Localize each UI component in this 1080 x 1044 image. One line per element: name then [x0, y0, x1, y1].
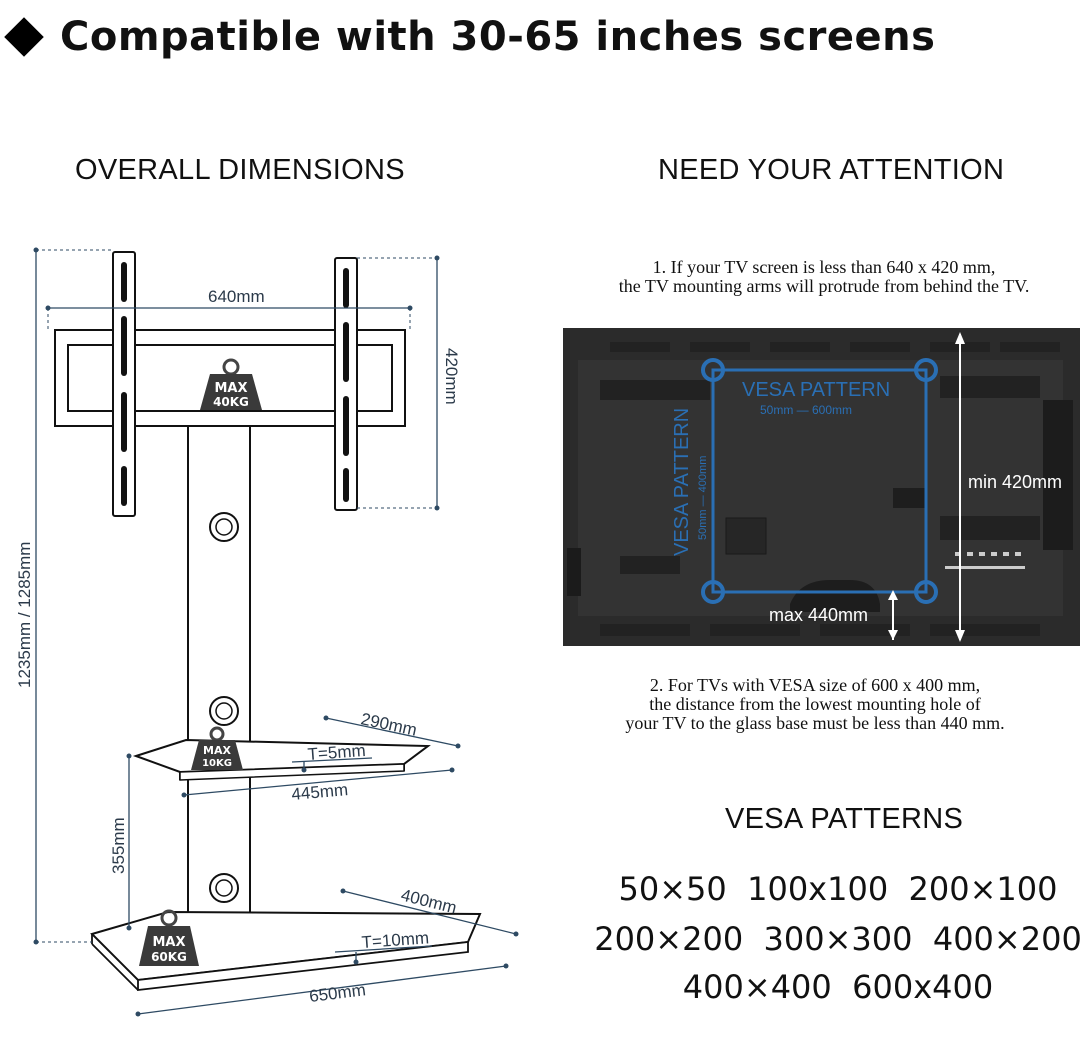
dim-420: 420mm [442, 348, 461, 405]
vesa-patterns-row-1: 50×50 100x100 200×100 [618, 870, 1058, 908]
vesa-vertical-range: 50mm — 400mm [697, 456, 709, 540]
badge-60-line2: 60KG [151, 950, 187, 964]
note-2-line-3: your TV to the glass base must be less t… [625, 713, 1005, 733]
vesa-horizontal-range: 50mm — 600mm [760, 403, 852, 417]
tv-back-illustration: VESA PATTERN 50mm — 600mm VESA PATTERN 5… [563, 328, 1080, 646]
headline: Compatible with 30-65 inches screens [0, 14, 935, 60]
dim-445: 445mm [291, 780, 349, 804]
dim-650: 650mm [308, 980, 367, 1006]
badge-40-line1: MAX [214, 381, 247, 396]
dim-t10: T=10mm [361, 928, 430, 952]
vesa-horizontal-label: VESA PATTERN [742, 379, 890, 401]
badge-10-line1: MAX [203, 744, 231, 757]
dimension-lines [33, 247, 519, 1017]
badge-40-line2: 40KG [213, 395, 249, 409]
badge-max-60kg: MAX 60KG [139, 909, 199, 966]
badge-60-line1: MAX [152, 935, 185, 950]
note-1: 1. If your TV screen is less than 640 x … [574, 258, 1074, 296]
min-420-label: min 420mm [968, 472, 1062, 492]
dim-total-height: 1235mm / 1285mm [15, 542, 34, 688]
vesa-patterns-row-3: 400×400 600x400 [682, 968, 994, 1006]
note-1-line-2: the TV mounting arms will protrude from … [618, 276, 1030, 296]
badge-max-40kg: MAX 40KG [200, 358, 262, 410]
attention-title: NEED YOUR ATTENTION [658, 154, 1005, 186]
glass-shelf [132, 738, 431, 781]
dim-355: 355mm [109, 817, 128, 874]
note-2-line-2: the distance from the lowest mounting ho… [649, 694, 981, 714]
vesa-patterns-title: VESA PATTERNS [725, 803, 964, 835]
vesa-vertical-label: VESA PATTERN [671, 408, 693, 556]
note-2-line-1: 2. For TVs with VESA size of 600 x 400 m… [649, 675, 981, 695]
dim-640: 640mm [208, 287, 265, 306]
note-1-line-1: 1. If your TV screen is less than 640 x … [652, 257, 996, 277]
stand-pole [187, 425, 251, 921]
badge-max-10kg: MAX 10KG [191, 726, 243, 770]
headline-text: Compatible with 30-65 inches screens [60, 14, 936, 60]
vesa-patterns-row-2: 200×200 300×300 400×200 [594, 920, 1080, 958]
dim-290: 290mm [359, 709, 418, 739]
note-2: 2. For TVs with VESA size of 600 x 400 m… [560, 676, 1070, 733]
overall-dimensions-title: OVERALL DIMENSIONS [75, 154, 405, 186]
max-440-label: max 440mm [769, 605, 868, 625]
dim-t5: T=5mm [307, 741, 366, 764]
badge-10-line2: 10KG [202, 758, 232, 769]
